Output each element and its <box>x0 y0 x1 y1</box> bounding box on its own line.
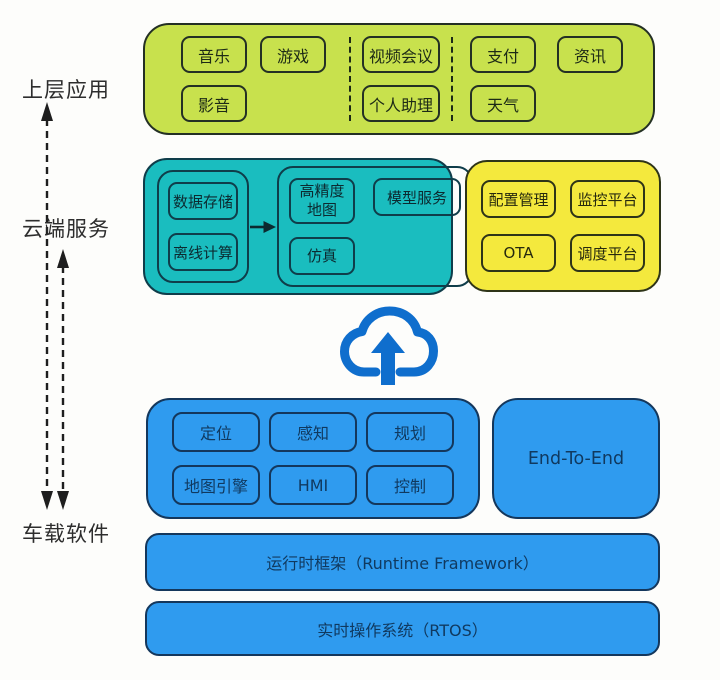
ops-chip-ota: OTA <box>481 234 556 272</box>
app-chip-music: 音乐 <box>181 36 247 73</box>
vehicle-modules-container: 定位 感知 规划 地图引擎 HMI 控制 <box>146 398 480 519</box>
vehicle-chip-control: 控制 <box>366 465 454 505</box>
right-arrow-icon <box>250 220 276 233</box>
cloud-chip-data-storage: 数据存储 <box>168 182 238 220</box>
rtos-label: 实时操作系统（RTOS） <box>317 620 488 640</box>
layer-connector-arrows-icon <box>41 102 69 510</box>
app-group-entertainment: 音乐 游戏 影音 <box>145 36 349 122</box>
app-group-services: 支付 资讯 天气 <box>453 36 653 122</box>
app-chip-payment: 支付 <box>470 36 536 73</box>
upper-apps-container: 音乐 游戏 影音 视频会议 个人助理 支付 资讯 天气 <box>143 23 655 135</box>
vehicle-chip-map-engine: 地图引擎 <box>172 465 260 505</box>
cloud-platform-subgroup: 高精度地图 模型服务 仿真 <box>277 166 473 287</box>
cloud-data-subgroup: 数据存储 离线计算 <box>157 170 249 283</box>
app-group-communication: 视频会议 个人助理 <box>351 36 451 122</box>
cloud-vehicle-link-arrow <box>57 249 69 510</box>
app-chip-news: 资讯 <box>557 36 623 73</box>
cloud-upload-icon <box>340 306 438 385</box>
vehicle-chip-planning: 规划 <box>366 412 454 452</box>
end-to-end-box: End-To-End <box>492 398 660 519</box>
apps-vehicle-link-arrow <box>41 102 53 510</box>
app-chip-media: 影音 <box>181 85 247 122</box>
app-chip-weather: 天气 <box>470 85 536 122</box>
app-chip-personal-assistant: 个人助理 <box>361 85 440 122</box>
layer-label-cloud-services: 云端服务 <box>22 217 110 241</box>
cloud-ops-container: 配置管理 监控平台 OTA 调度平台 <box>465 160 661 292</box>
ops-chip-config-management: 配置管理 <box>481 180 556 218</box>
app-group-row: 天气 <box>470 85 653 122</box>
cloud-chip-model-service: 模型服务 <box>373 178 461 216</box>
layer-label-upper-apps: 上层应用 <box>22 78 110 102</box>
cloud-chip-offline-computing: 离线计算 <box>168 233 238 271</box>
vehicle-chip-hmi: HMI <box>269 465 357 505</box>
app-group-divider <box>349 37 351 121</box>
runtime-framework-label: 运行时框架（Runtime Framework） <box>266 554 539 573</box>
layer-label-vehicle-software: 车载软件 <box>22 522 110 546</box>
rtos-bar: 实时操作系统（RTOS） <box>145 601 660 656</box>
app-group-row: 音乐 游戏 <box>181 36 349 73</box>
cloud-chip-simulation: 仿真 <box>289 236 355 275</box>
cloud-chip-hd-map: 高精度地图 <box>289 178 355 224</box>
app-group-row: 影音 <box>181 85 349 122</box>
vehicle-chip-localization: 定位 <box>172 412 260 452</box>
app-group-divider <box>451 37 453 121</box>
app-group-row: 支付 资讯 <box>470 36 653 73</box>
app-chip-video-conference: 视频会议 <box>361 36 440 73</box>
ops-chip-scheduling-platform: 调度平台 <box>570 234 645 272</box>
app-chip-games: 游戏 <box>260 36 326 73</box>
end-to-end-label: End-To-End <box>527 448 625 469</box>
ops-chip-monitoring-platform: 监控平台 <box>570 180 645 218</box>
runtime-framework-bar: 运行时框架（Runtime Framework） <box>145 533 660 591</box>
vehicle-chip-perception: 感知 <box>269 412 357 452</box>
cloud-platform-container: 数据存储 离线计算 高精度地图 模型服务 仿真 <box>143 158 473 295</box>
